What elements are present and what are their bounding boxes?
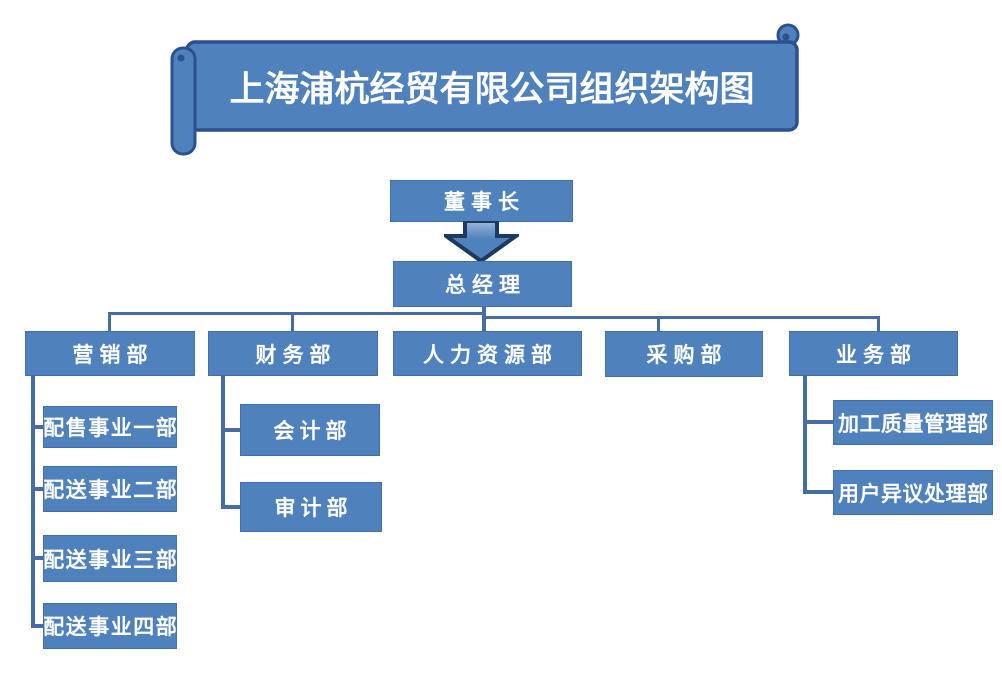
connector-line <box>483 316 880 319</box>
node-sub-label: 配送事业三部 <box>43 547 179 572</box>
node-sub-label: 加工质量管理部 <box>838 411 989 436</box>
connector-line <box>31 425 43 429</box>
node-chairman[interactable]: 董事长 <box>390 180 573 222</box>
node-sub-label: 配送事业二部 <box>43 478 179 502</box>
node-general-manager-label: 总经理 <box>445 273 526 297</box>
node-sub-label: 配售事业一部 <box>43 416 179 440</box>
node-chairman-label: 董事长 <box>444 190 525 214</box>
node-sub-audit[interactable]: 审计部 <box>240 482 382 532</box>
node-sub-label: 审计部 <box>274 496 353 520</box>
banner-left-curl-dot <box>177 54 185 62</box>
node-dept-finance[interactable]: 财务部 <box>208 331 378 376</box>
node-dept-purchasing[interactable]: 采购部 <box>605 331 763 377</box>
connector-line <box>482 312 486 331</box>
connector-line <box>31 376 35 628</box>
node-dept-label: 营销部 <box>72 342 154 367</box>
node-sub-dispute-handling[interactable]: 用户异议处理部 <box>833 470 993 515</box>
title-banner-shape[interactable] <box>165 22 810 162</box>
connector-line <box>877 317 880 331</box>
node-dept-business[interactable]: 业务部 <box>789 331 958 376</box>
node-general-manager[interactable]: 总经理 <box>393 261 572 307</box>
node-dept-marketing[interactable]: 营销部 <box>25 331 195 376</box>
connector-line <box>657 317 660 331</box>
connector-line <box>803 490 833 494</box>
node-sub-label: 用户异议处理部 <box>838 481 989 506</box>
node-sub-delivery-2[interactable]: 配送事业二部 <box>43 466 177 512</box>
banner-title: 上海浦杭经贸有限公司组织架构图 <box>229 69 755 110</box>
connector-line <box>108 312 111 331</box>
node-sub-delivery-3[interactable]: 配送事业三部 <box>43 535 177 582</box>
connector-line <box>291 314 294 331</box>
connector-line <box>31 556 43 560</box>
node-dept-label: 人力资源部 <box>423 342 558 367</box>
banner-left-roll <box>170 46 197 156</box>
connector-line <box>31 624 43 628</box>
connector-line <box>803 420 833 424</box>
connector-line <box>221 376 225 509</box>
connector-line <box>31 487 43 491</box>
node-dept-label: 业务部 <box>836 342 917 367</box>
banner-right-curl-dot <box>782 33 790 41</box>
node-dept-label: 财务部 <box>255 342 337 367</box>
node-sub-allotment-1[interactable]: 配售事业一部 <box>43 406 177 448</box>
connector-line <box>221 428 240 432</box>
node-sub-delivery-4[interactable]: 配送事业四部 <box>43 603 177 649</box>
node-sub-label: 配送事业四部 <box>43 615 179 639</box>
down-arrow-icon[interactable] <box>444 221 519 264</box>
node-sub-accounting[interactable]: 会计部 <box>240 404 380 456</box>
connector-line <box>482 307 486 315</box>
node-dept-hr[interactable]: 人力资源部 <box>393 331 582 376</box>
connector-line <box>108 312 486 315</box>
node-sub-quality-mgmt[interactable]: 加工质量管理部 <box>833 400 993 445</box>
connector-line <box>221 505 240 509</box>
connector-line <box>803 376 807 494</box>
node-dept-label: 采购部 <box>646 343 728 367</box>
node-sub-label: 会计部 <box>273 419 352 443</box>
